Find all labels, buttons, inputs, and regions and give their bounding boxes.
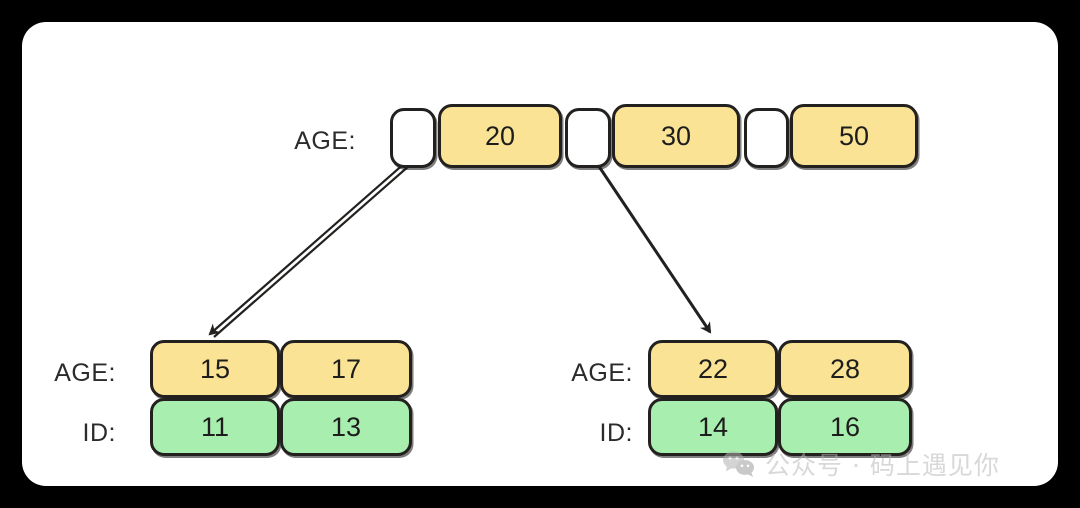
left-leaf-age-cell-1[interactable]: 17 [280, 340, 412, 398]
left-leaf-id-label: ID: [82, 419, 116, 447]
left-leaf-id-cell-1[interactable]: 13 [280, 398, 412, 456]
right-leaf-age-label: AGE: [571, 359, 633, 387]
right-leaf-id-label: ID: [599, 419, 633, 447]
wechat-icon [722, 450, 756, 478]
root-key-50[interactable]: 50 [790, 104, 918, 168]
root-key-30[interactable]: 30 [612, 104, 740, 168]
left-leaf-id-cell-0[interactable]: 11 [150, 398, 280, 456]
right-leaf-age-cell-1[interactable]: 28 [778, 340, 912, 398]
right-leaf-id-cell-0[interactable]: 14 [648, 398, 778, 456]
left-leaf-age-label: AGE: [54, 359, 116, 387]
right-leaf-id-cell-1[interactable]: 16 [778, 398, 912, 456]
root-pointer-0[interactable] [390, 108, 436, 168]
root-age-label: AGE: [294, 127, 356, 155]
root-pointer-2[interactable] [744, 108, 789, 168]
root-pointer-1[interactable] [565, 108, 611, 168]
watermark-text: 公众号 · 码上遇见你 [765, 451, 1000, 480]
arrow-root-to-left-leaf [208, 154, 419, 338]
right-leaf-age-cell-0[interactable]: 22 [648, 340, 778, 398]
left-leaf-age-cell-0[interactable]: 15 [150, 340, 280, 398]
watermark: 公众号 · 码上遇见你 [722, 446, 1000, 482]
arrow-root-to-right-leaf [590, 155, 712, 334]
diagram-card: AGE: 20 30 50 AGE: ID: 15 17 11 13 AGE: … [22, 22, 1058, 486]
root-key-20[interactable]: 20 [438, 104, 562, 168]
